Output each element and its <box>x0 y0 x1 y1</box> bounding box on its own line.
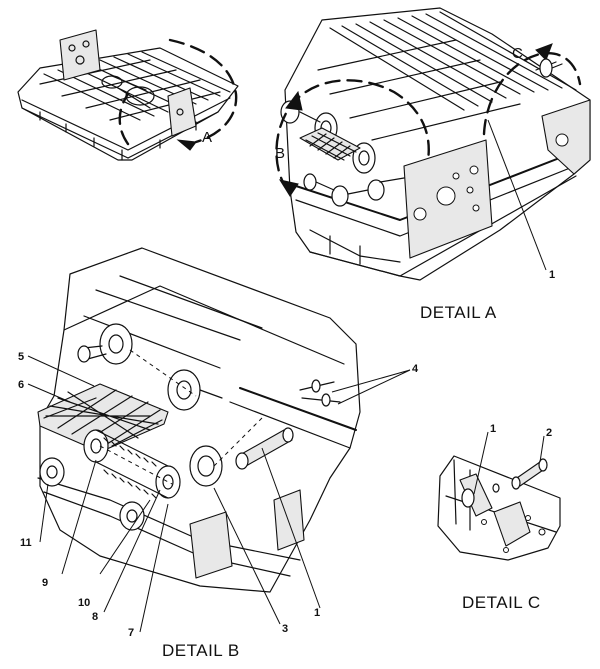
detail-c-view: 1 2 DETAIL C <box>437 423 561 612</box>
callout-detail-c-1: 1 <box>490 423 496 435</box>
callout-detail-b-11: 11 <box>20 537 32 549</box>
caption-detail-a: DETAIL A <box>420 303 497 322</box>
detail-a-chain-mesh <box>305 132 357 161</box>
callout-detail-b-4: 4 <box>412 363 419 375</box>
callout-detail-b-10: 10 <box>78 597 90 609</box>
detail-b-view: 5 6 4 11 9 10 8 7 3 1 DETAIL B <box>18 247 419 660</box>
view-label-b: B <box>275 145 285 162</box>
callout-detail-a-1: 1 <box>549 269 555 281</box>
callout-detail-b-3: 3 <box>282 623 288 635</box>
callout-detail-b-7: 7 <box>128 627 134 639</box>
callout-detail-b-6: 6 <box>18 379 24 391</box>
caption-detail-c: DETAIL C <box>462 593 541 612</box>
view-label-a: A <box>202 129 212 146</box>
detail-a-view: B C 1 DETAIL A <box>275 7 591 322</box>
view-label-c: C <box>512 45 523 62</box>
overview-conveyor: A <box>17 29 239 161</box>
callout-detail-b-5: 5 <box>18 351 24 363</box>
callout-detail-b-1: 1 <box>314 607 320 619</box>
callout-detail-b-9: 9 <box>42 577 48 589</box>
caption-detail-b: DETAIL B <box>162 641 240 660</box>
callout-detail-b-8: 8 <box>92 611 98 623</box>
callout-detail-c-2: 2 <box>546 427 552 439</box>
